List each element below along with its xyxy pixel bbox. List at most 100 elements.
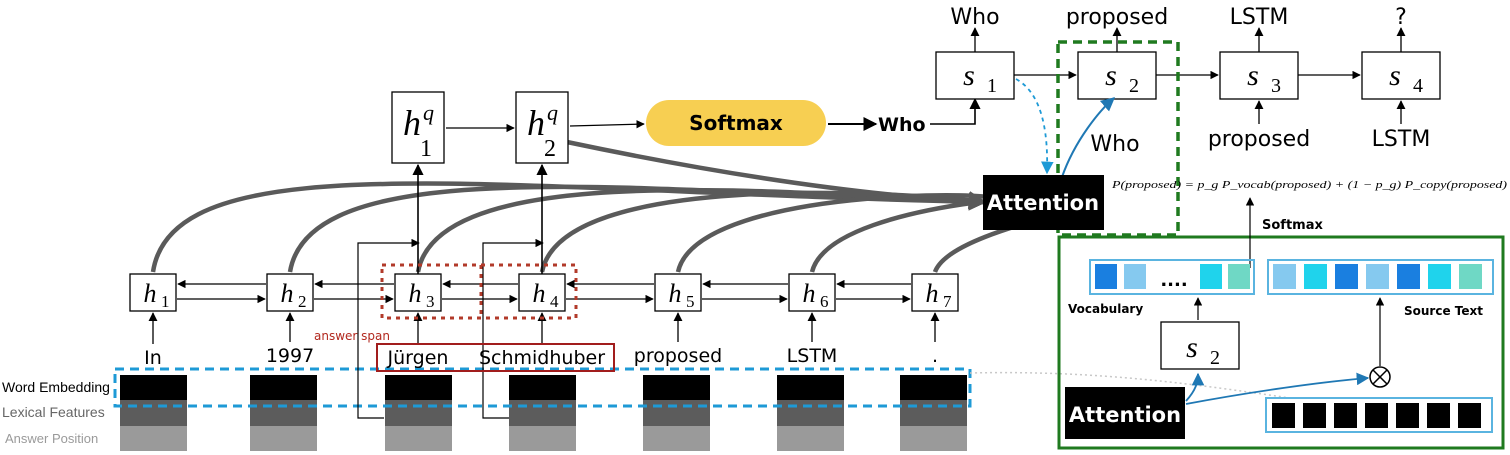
question-state-sub: 1	[420, 136, 432, 162]
decoder-state-base: s	[1389, 59, 1401, 92]
question-state-box	[515, 91, 569, 164]
source-token: Jürgen	[387, 347, 449, 369]
attention-curve-question	[566, 139, 987, 211]
encoder-state-box	[518, 273, 566, 312]
word-embedding-block	[509, 375, 576, 400]
encoder-state-base: h	[533, 279, 546, 308]
answer-position-block	[385, 426, 452, 451]
vocab-cell	[1095, 264, 1117, 289]
lexical-feature-block	[643, 400, 710, 426]
copy-module-border	[1057, 235, 1505, 450]
word-embedding-block	[120, 375, 187, 400]
row-label-word-embedding: Word Embedding	[2, 379, 110, 395]
vocabulary-label: Vocabulary	[1068, 302, 1143, 316]
who-to-s1-arrow	[930, 97, 981, 125]
question-state-sup: q	[423, 100, 434, 125]
s1-to-attention-arrow	[1015, 78, 1054, 175]
decoder-step-highlight	[1056, 40, 1180, 237]
source-text-label: Source Text	[1404, 304, 1483, 318]
answer-span-highlight	[380, 263, 578, 320]
decoder-input-word: Who	[1090, 132, 1139, 157]
encoder-state-box	[911, 273, 959, 312]
copy-s2-base: s	[1186, 331, 1198, 364]
word-embedding-block	[900, 375, 967, 400]
attention-weight-cell	[1427, 403, 1450, 428]
lexical-feature-block	[120, 400, 187, 426]
lexical-feature-block	[777, 400, 844, 426]
source-token: LSTM	[787, 345, 838, 367]
encoder-state-sub: 3	[426, 292, 435, 311]
word-embedding-block	[385, 375, 452, 400]
encoder-state-sub: 5	[686, 292, 695, 311]
source-token: proposed	[634, 345, 722, 367]
attention-weights	[1265, 397, 1493, 433]
encoder-state-sub: 7	[943, 292, 952, 311]
decoder-output-word: LSTM	[1230, 5, 1289, 30]
lexical-feature-block	[509, 400, 576, 426]
lexical-feature-block	[385, 400, 452, 426]
embedding-stacks	[120, 375, 967, 451]
attention-weight-cell	[1396, 403, 1419, 428]
multiply-node-x2	[1372, 369, 1388, 385]
vocab-distribution	[1089, 259, 1255, 295]
attention-weight-cells	[1272, 403, 1481, 428]
lexical-feature-block	[900, 400, 967, 426]
copy-attention-label: Attention	[1069, 403, 1181, 427]
decoder-state-sub: 4	[1413, 75, 1423, 97]
answer-span-label: answer span	[314, 329, 390, 343]
encoder-state-sub: 6	[820, 292, 829, 311]
copy-probability-formula: P(proposed) = p_g P_vocab(proposed) + (1…	[1111, 179, 1508, 191]
decoder-state-box	[935, 51, 1015, 100]
encoder-state-base: h	[281, 279, 294, 308]
encoder-state-sub: 2	[298, 292, 307, 311]
decoder-input-word: proposed	[1208, 127, 1310, 152]
answer-feed-h4	[482, 238, 544, 419]
question-state-box	[391, 91, 445, 164]
encoder-state-box	[394, 273, 442, 312]
decoder-state-sub: 1	[987, 75, 997, 97]
answer-position-block	[509, 426, 576, 451]
source-cell	[1366, 264, 1389, 289]
decoder-state-sub: 3	[1271, 75, 1281, 97]
copy-attn-to-s2-arrow	[1185, 372, 1205, 402]
vocab-ellipsis: ....	[1160, 270, 1187, 291]
attention-curve	[539, 190, 987, 273]
copy-s2-box	[1160, 321, 1240, 370]
encoder-state-base: h	[409, 279, 422, 308]
vocab-cell	[1228, 264, 1250, 289]
attention-weight-cell	[1365, 403, 1388, 428]
vocab-cell	[1200, 264, 1222, 289]
answer-feed-h3	[357, 238, 420, 419]
encoder-state-box	[788, 273, 836, 312]
source-cell	[1304, 264, 1327, 289]
row-label-lexical-features: Lexical Features	[2, 404, 105, 420]
question-state-sup: q	[547, 100, 558, 125]
answer-position-block	[777, 426, 844, 451]
question-state-sub: 2	[544, 136, 556, 162]
word-embedding-block	[777, 375, 844, 400]
vocab-cell	[1124, 264, 1146, 289]
source-cell	[1459, 264, 1482, 289]
encoder-state-base: h	[926, 279, 939, 308]
attention-curves	[150, 139, 1097, 273]
answer-position-block	[250, 426, 317, 451]
softmax-label: Softmax	[689, 111, 783, 135]
answer-position-block	[120, 426, 187, 451]
source-distribution	[1267, 259, 1494, 295]
row-label-answer-position: Answer Position	[5, 431, 98, 446]
answer-position-block	[900, 426, 967, 451]
encoder-state-base: h	[144, 279, 157, 308]
source-token: Schmidhuber	[479, 347, 605, 369]
decoder-state-sub: 2	[1129, 75, 1139, 97]
copy-softmax-label: Softmax	[1262, 218, 1323, 233]
source-token: .	[932, 345, 938, 367]
attention-box	[983, 175, 1104, 230]
attention-to-s2-arrow	[1061, 97, 1116, 178]
decoder-state-box	[1219, 51, 1299, 100]
decoder-state-box	[1077, 51, 1157, 100]
question-state-base: h	[527, 103, 545, 143]
